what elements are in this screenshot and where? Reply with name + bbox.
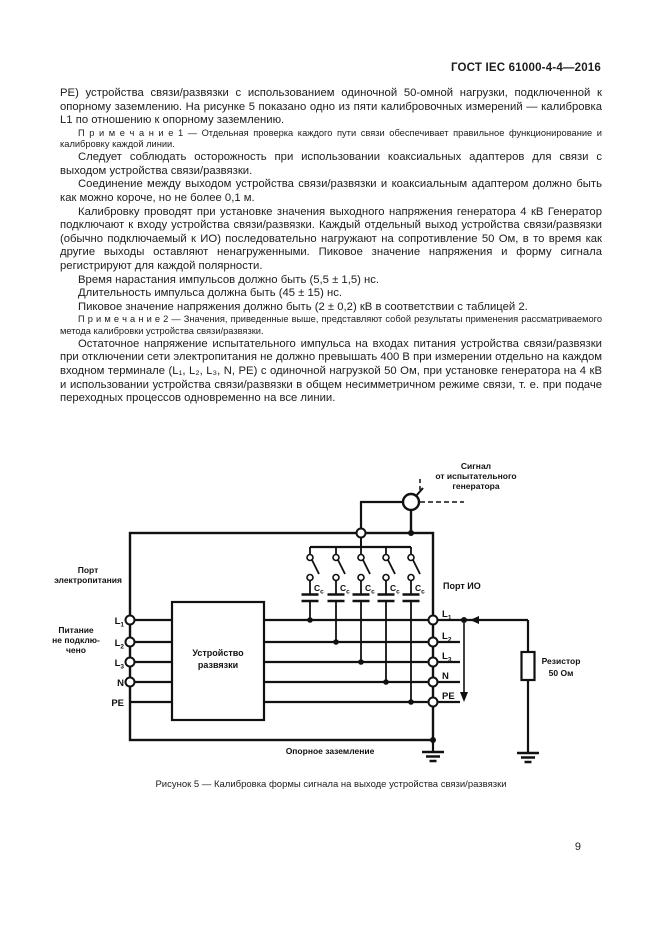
terminal-right-l3 (427, 656, 439, 668)
paragraph: Соединение между выходом устройства связ… (60, 178, 602, 204)
cap-label: Cс (365, 583, 375, 596)
svg-text:генератора: генератора (452, 481, 499, 491)
terminal-label-left-l3: L3 (115, 658, 125, 671)
terminal-left-l3 (124, 656, 136, 668)
coupling-branch-n (377, 547, 396, 685)
page-number: 9 (574, 841, 581, 853)
terminal-label-right-l3: L3 (442, 651, 452, 664)
terminal-label-right-l2: L2 (442, 631, 452, 644)
terminal-label-left-n: N (117, 678, 124, 689)
coax-connector-icon (401, 492, 421, 512)
terminal-right-l2 (427, 636, 439, 648)
coupling-branch-pe (402, 547, 421, 705)
cap-label: Cс (314, 583, 324, 596)
coupling-branch-l3 (352, 547, 371, 665)
terminal-label-left-l1: L1 (115, 616, 125, 629)
cap-label: Cс (340, 583, 350, 596)
reference-ground-label: Опорное заземление (286, 746, 375, 756)
svg-text:электропитания: электропитания (54, 575, 122, 585)
circuit-svg: Сигнал от испытательного генератора Порт… (52, 461, 580, 764)
coupling-branch-l1 (301, 547, 320, 623)
note: П р и м е ч а н и е 1 — Отдельная провер… (60, 127, 602, 150)
terminal-left-l1 (124, 614, 136, 626)
paragraph: Следует соблюдать осторожность при испол… (60, 151, 602, 177)
ground-icon (422, 750, 444, 763)
bus-passthrough-terminal (355, 527, 367, 539)
figure-caption: Рисунок 5 — Калибровка формы сигнала на … (155, 779, 507, 790)
arrow-left-icon (470, 616, 479, 624)
terminal-label-right-pe: PE (442, 691, 455, 702)
terminal-right-l1 (427, 614, 439, 626)
cap-label: Cс (390, 583, 400, 596)
paragraph: РЕ) устройства связи/развязки с использо… (60, 87, 602, 127)
terminal-label-left-l2: L2 (115, 638, 125, 651)
paragraph: Пиковое значение напряжения должно быть … (78, 300, 528, 313)
paragraph: Остаточное напряжение испытательного имп… (60, 337, 602, 405)
cap-label: Cс (415, 583, 425, 596)
coax-center-wire (359, 500, 403, 529)
svg-text:50 Ом: 50 Ом (549, 668, 574, 678)
junction-dot (408, 530, 414, 536)
terminal-left-l2 (124, 636, 136, 648)
standard-header: ГОСТ IEC 61000-4-4—2016 (450, 62, 601, 74)
svg-text:не подклю-: не подклю- (52, 635, 100, 645)
coax-stub (415, 487, 424, 497)
device-label: Устройство (192, 648, 244, 658)
terminal-left-n (124, 676, 136, 688)
coupling-branch-l2 (327, 547, 346, 645)
resistor-body (520, 650, 536, 682)
terminal-label-right-l1: L1 (442, 609, 452, 622)
decoupling-device-box (170, 600, 266, 722)
figure-5-circuit-diagram: Сигнал от испытательного генератора Порт… (0, 455, 661, 795)
svg-text:от испытательного: от испытательного (435, 471, 516, 481)
terminal-label-left-pe: PE (111, 698, 124, 709)
ground-icon (517, 751, 539, 764)
note: П р и м е ч а н и е 2 — Значения, привед… (60, 314, 602, 337)
paragraph: Калибровку проводят при установке значен… (60, 205, 602, 272)
svg-text:развязки: развязки (198, 660, 238, 670)
svg-text:чено: чено (66, 645, 86, 655)
measure-dot (461, 617, 467, 623)
paragraph: Длительность импульса должна быть (45 ± … (78, 287, 343, 300)
diagram-labels: Сигнал от испытательного генератора Порт… (52, 461, 580, 756)
text-block: РЕ) устройства связи/развязки с использо… (60, 87, 602, 406)
signal-label: Сигнал (461, 461, 491, 471)
terminal-right-pe (427, 696, 439, 708)
terminal-right-n (427, 676, 439, 688)
eut-port-label: Порт ИО (443, 581, 481, 591)
arrow-down-icon (460, 692, 468, 702)
supply-label: Питание (58, 625, 94, 635)
paragraph: Время нарастания импульсов должно быть (… (78, 273, 380, 286)
resistor-label: Резистор (542, 656, 581, 666)
terminal-label-right-n: N (442, 671, 449, 682)
power-port-label: Порт (78, 565, 99, 575)
